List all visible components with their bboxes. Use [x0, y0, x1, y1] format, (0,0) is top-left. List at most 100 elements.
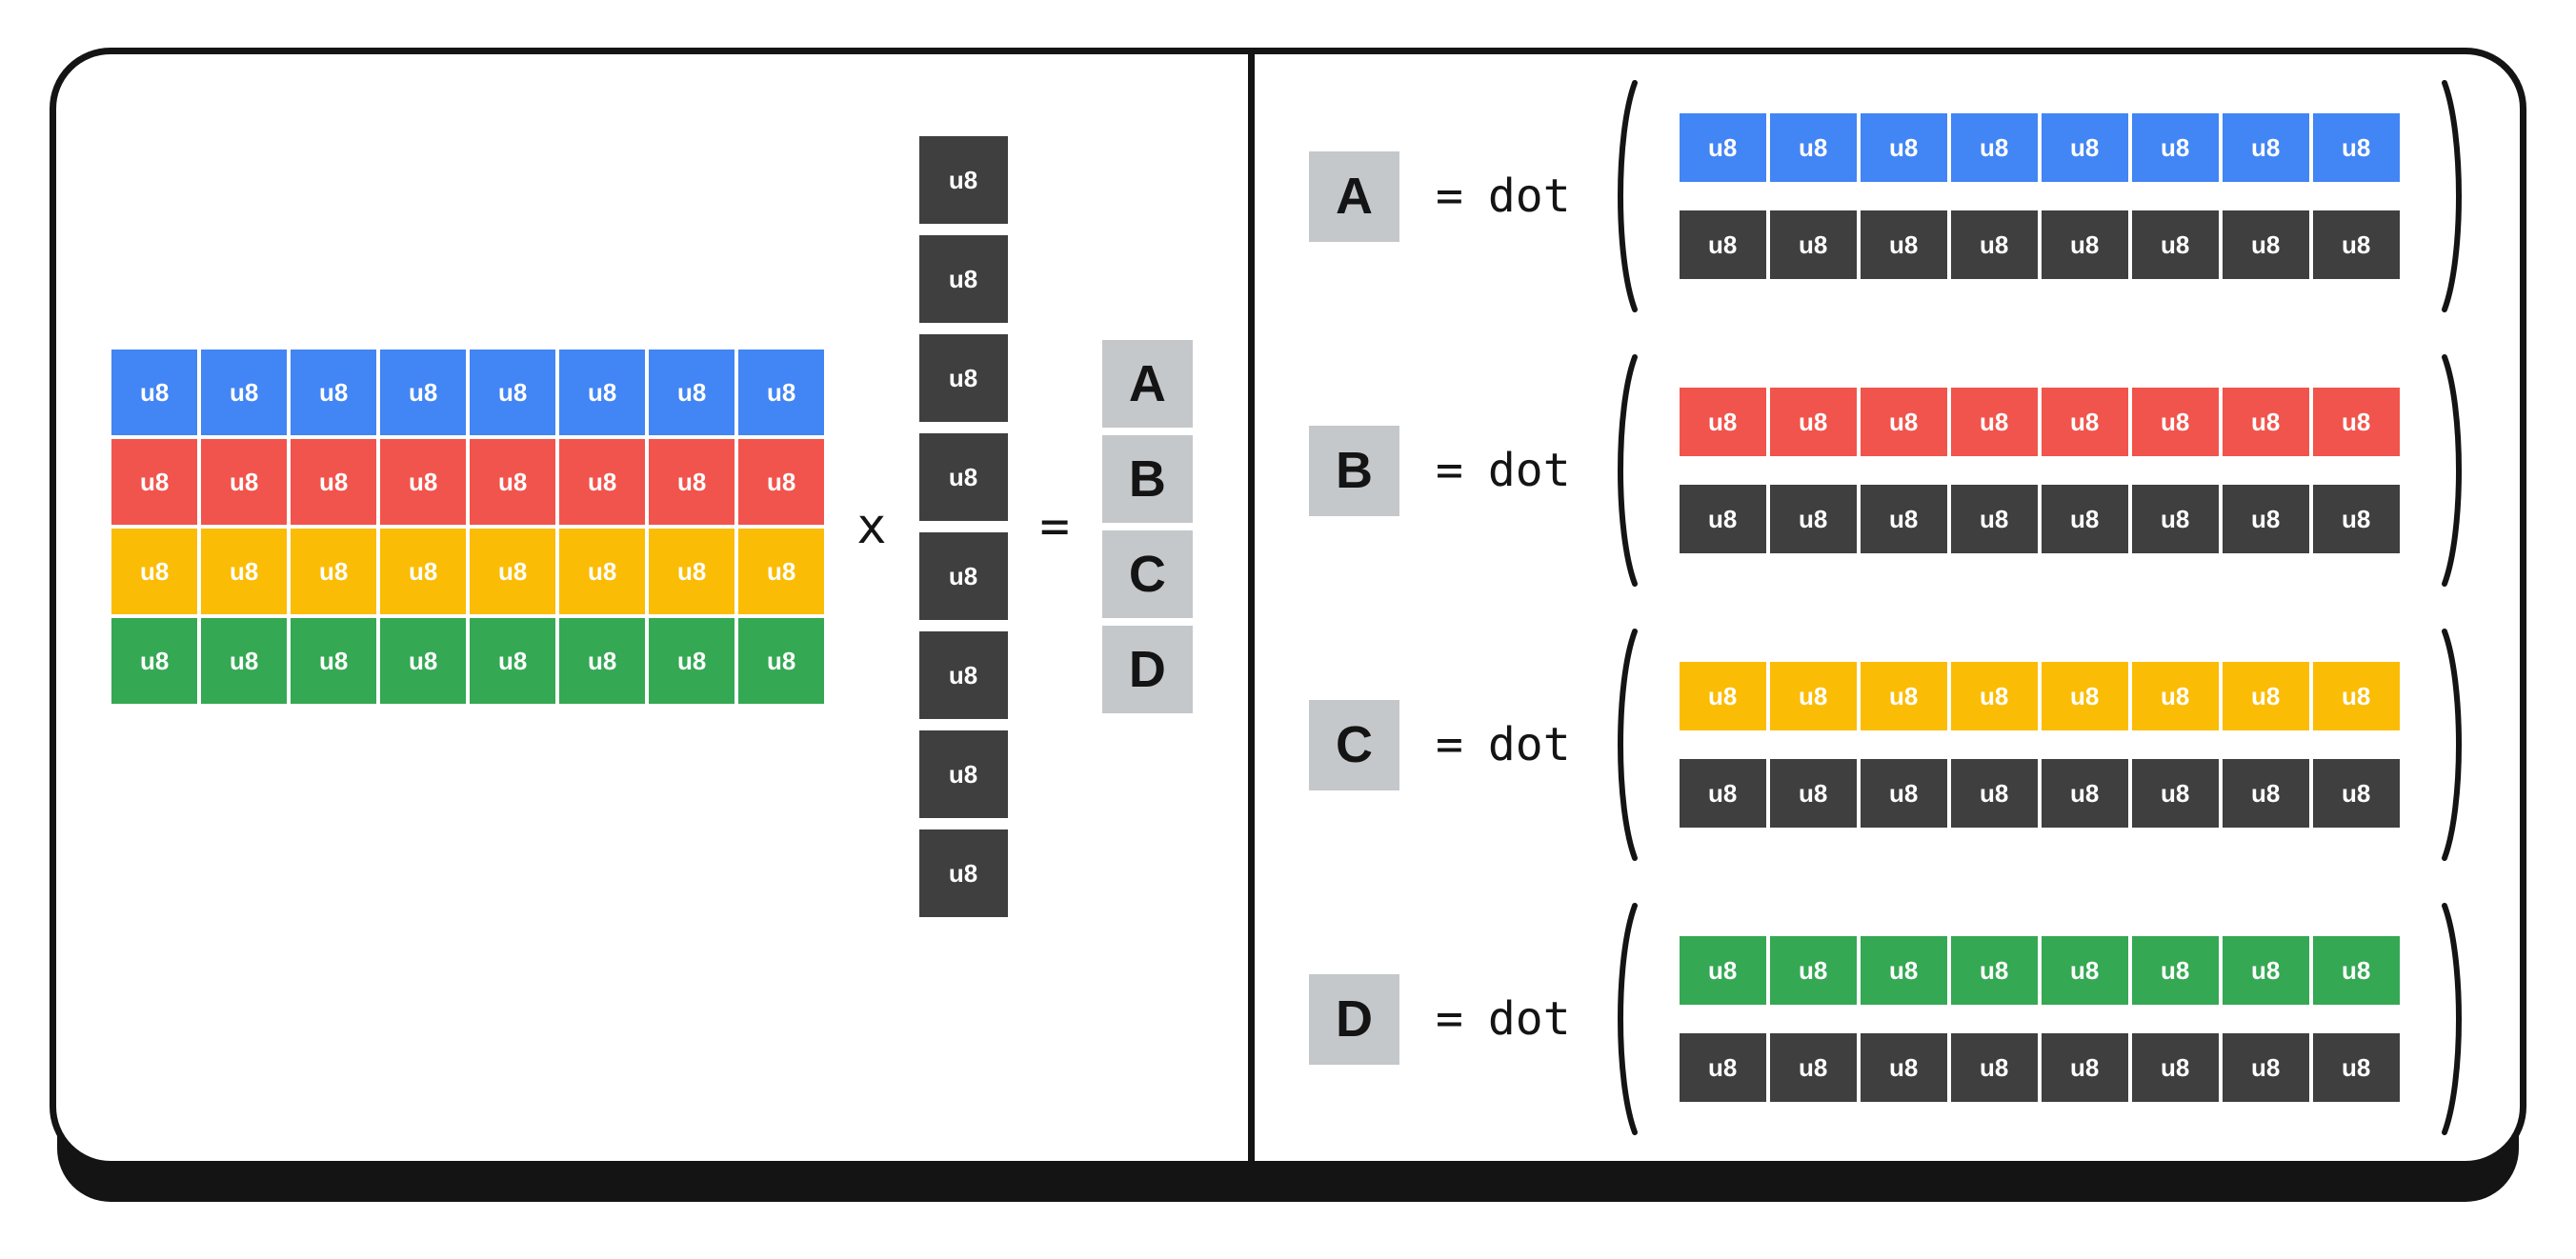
u8-cell-blue: u8 — [1679, 113, 1766, 182]
dot-function-label: dot — [1487, 170, 1571, 223]
u8-cell-dark: u8 — [918, 829, 1008, 917]
u8-cell-red: u8 — [1950, 388, 2038, 456]
u8-cell-blue: u8 — [2041, 113, 2128, 182]
u8-cell-blue: u8 — [470, 350, 556, 435]
dot-function-label: dot — [1487, 992, 1571, 1046]
u8-cell-yellow: u8 — [201, 529, 288, 614]
u8-cell-dark: u8 — [918, 532, 1008, 620]
result-cell-C: C — [1101, 530, 1193, 618]
u8-cell-dark: u8 — [1950, 210, 2038, 279]
u8-cell-dark: u8 — [2041, 1033, 2128, 1102]
u8-cell-blue: u8 — [201, 350, 288, 435]
u8-cell-red: u8 — [2312, 388, 2400, 456]
u8-cell-dark: u8 — [1769, 759, 1857, 828]
u8-cell-yellow: u8 — [1860, 662, 1947, 730]
multiply-symbol: x — [856, 498, 887, 555]
u8-cell-dark: u8 — [918, 136, 1008, 224]
equals-symbol: = — [1436, 718, 1463, 771]
equals-dot-label: =dot — [1436, 170, 1571, 223]
u8-cell-yellow: u8 — [738, 529, 825, 614]
open-paren-icon — [1617, 629, 1638, 861]
u8-cell-red: u8 — [291, 439, 377, 525]
open-paren-icon — [1617, 903, 1638, 1135]
close-paren-icon — [2441, 629, 2462, 861]
u8-cell-red: u8 — [738, 439, 825, 525]
u8-cell-dark: u8 — [2131, 1033, 2219, 1102]
u8-cell-dark: u8 — [918, 433, 1008, 521]
u8-cell-yellow: u8 — [291, 529, 377, 614]
close-paren-icon — [2441, 354, 2462, 587]
u8-cell-green: u8 — [649, 618, 735, 704]
u8-cell-dark: u8 — [918, 334, 1008, 422]
u8-cell-dark: u8 — [1769, 210, 1857, 279]
u8-cell-dark: u8 — [1769, 485, 1857, 553]
u8-cell-dark: u8 — [2041, 210, 2128, 279]
equals-dot-label: =dot — [1436, 444, 1571, 497]
dot-result-label-A: A — [1309, 150, 1399, 242]
close-paren-icon — [2441, 80, 2462, 312]
u8-cell-blue: u8 — [649, 350, 735, 435]
u8-cell-blue: u8 — [738, 350, 825, 435]
u8-cell-dark: u8 — [2222, 1033, 2309, 1102]
u8-cell-dark: u8 — [2041, 759, 2128, 828]
u8-cell-dark: u8 — [2131, 485, 2219, 553]
u8-cell-red: u8 — [1679, 388, 1766, 456]
u8-cell-dark: u8 — [2222, 485, 2309, 553]
u8-cell-green: u8 — [738, 618, 825, 704]
u8-cell-green: u8 — [2222, 936, 2309, 1005]
u8-cell-blue: u8 — [2131, 113, 2219, 182]
equals-symbol: = — [1436, 444, 1463, 497]
u8-cell-red: u8 — [201, 439, 288, 525]
u8-cell-green: u8 — [380, 618, 467, 704]
u8-cell-dark: u8 — [2312, 1033, 2400, 1102]
u8-cell-yellow: u8 — [1950, 662, 2038, 730]
u8-cell-dark: u8 — [918, 631, 1008, 719]
u8-cell-blue: u8 — [111, 350, 198, 435]
u8-cell-yellow: u8 — [2222, 662, 2309, 730]
u8-cell-red: u8 — [470, 439, 556, 525]
result-cell-A: A — [1101, 340, 1193, 428]
u8-cell-red: u8 — [559, 439, 646, 525]
u8-cell-dark: u8 — [2131, 759, 2219, 828]
u8-cell-dark: u8 — [1950, 485, 2038, 553]
u8-cell-yellow: u8 — [2312, 662, 2400, 730]
u8-cell-yellow: u8 — [1769, 662, 1857, 730]
u8-cell-yellow: u8 — [380, 529, 467, 614]
dot-result-label-B: B — [1309, 425, 1399, 516]
close-paren-icon — [2441, 903, 2462, 1135]
u8-cell-green: u8 — [2131, 936, 2219, 1005]
u8-cell-red: u8 — [1860, 388, 1947, 456]
u8-cell-red: u8 — [380, 439, 467, 525]
u8-cell-blue: u8 — [2222, 113, 2309, 182]
u8-cell-dark: u8 — [1860, 1033, 1947, 1102]
u8-cell-dark: u8 — [2041, 485, 2128, 553]
u8-cell-red: u8 — [1769, 388, 1857, 456]
u8-cell-green: u8 — [111, 618, 198, 704]
u8-cell-dark: u8 — [2222, 759, 2309, 828]
u8-cell-dark: u8 — [2312, 759, 2400, 828]
u8-cell-dark: u8 — [1679, 485, 1766, 553]
u8-cell-dark: u8 — [1679, 1033, 1766, 1102]
u8-cell-red: u8 — [111, 439, 198, 525]
u8-cell-dark: u8 — [2131, 210, 2219, 279]
u8-cell-dark: u8 — [918, 235, 1008, 323]
u8-cell-blue: u8 — [559, 350, 646, 435]
u8-cell-green: u8 — [1860, 936, 1947, 1005]
u8-cell-dark: u8 — [1950, 759, 2038, 828]
